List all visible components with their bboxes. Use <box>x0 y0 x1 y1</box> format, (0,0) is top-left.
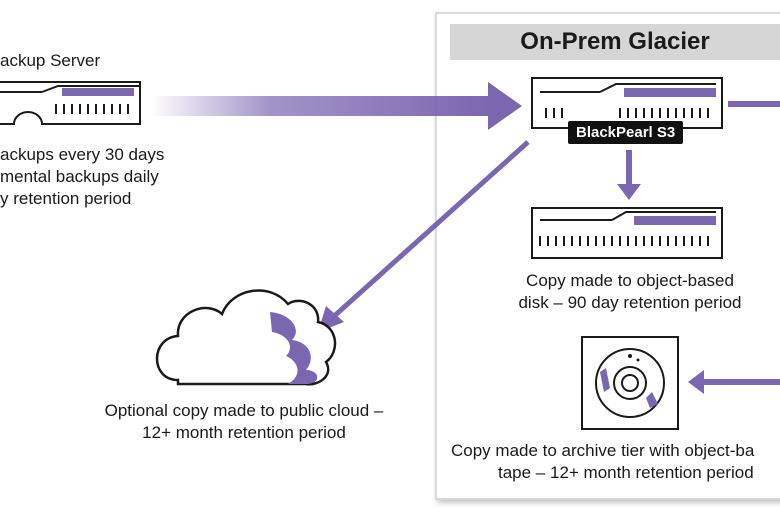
blackpearl-badge: BlackPearl S3 <box>568 121 684 144</box>
backup-server-title: ackup Server <box>0 51 101 70</box>
cloud-caption-line-2: 12+ month retention period <box>142 423 346 442</box>
blackpearl-server-icon <box>531 77 723 129</box>
arrow-blackpearl-to-disk <box>617 150 641 200</box>
arrow-backup-to-blackpearl <box>150 82 522 130</box>
arrow-to-tape <box>688 370 780 394</box>
glacier-title: On-Prem Glacier <box>450 24 780 60</box>
cloud-icon <box>155 289 337 386</box>
backup-server-line-1: ackups every 30 days <box>0 145 165 164</box>
arrow-blackpearl-right <box>728 101 780 107</box>
server-icon <box>0 81 141 125</box>
backup-server-line-2: mental backups daily <box>0 167 159 186</box>
tape-caption-line-1: Copy made to archive tier with object-ba <box>451 441 755 460</box>
disk-caption-line-1: Copy made to object-based <box>526 271 734 290</box>
tape-caption-line-2: tape – 12+ month retention period <box>498 463 754 482</box>
tape-icon <box>581 336 679 430</box>
disk-server-icon <box>531 207 723 259</box>
disk-caption-line-2: disk – 90 day retention period <box>518 293 742 312</box>
backup-server-line-3: y retention period <box>0 189 132 208</box>
cloud-caption-line-1: Optional copy made to public cloud – <box>104 401 384 420</box>
